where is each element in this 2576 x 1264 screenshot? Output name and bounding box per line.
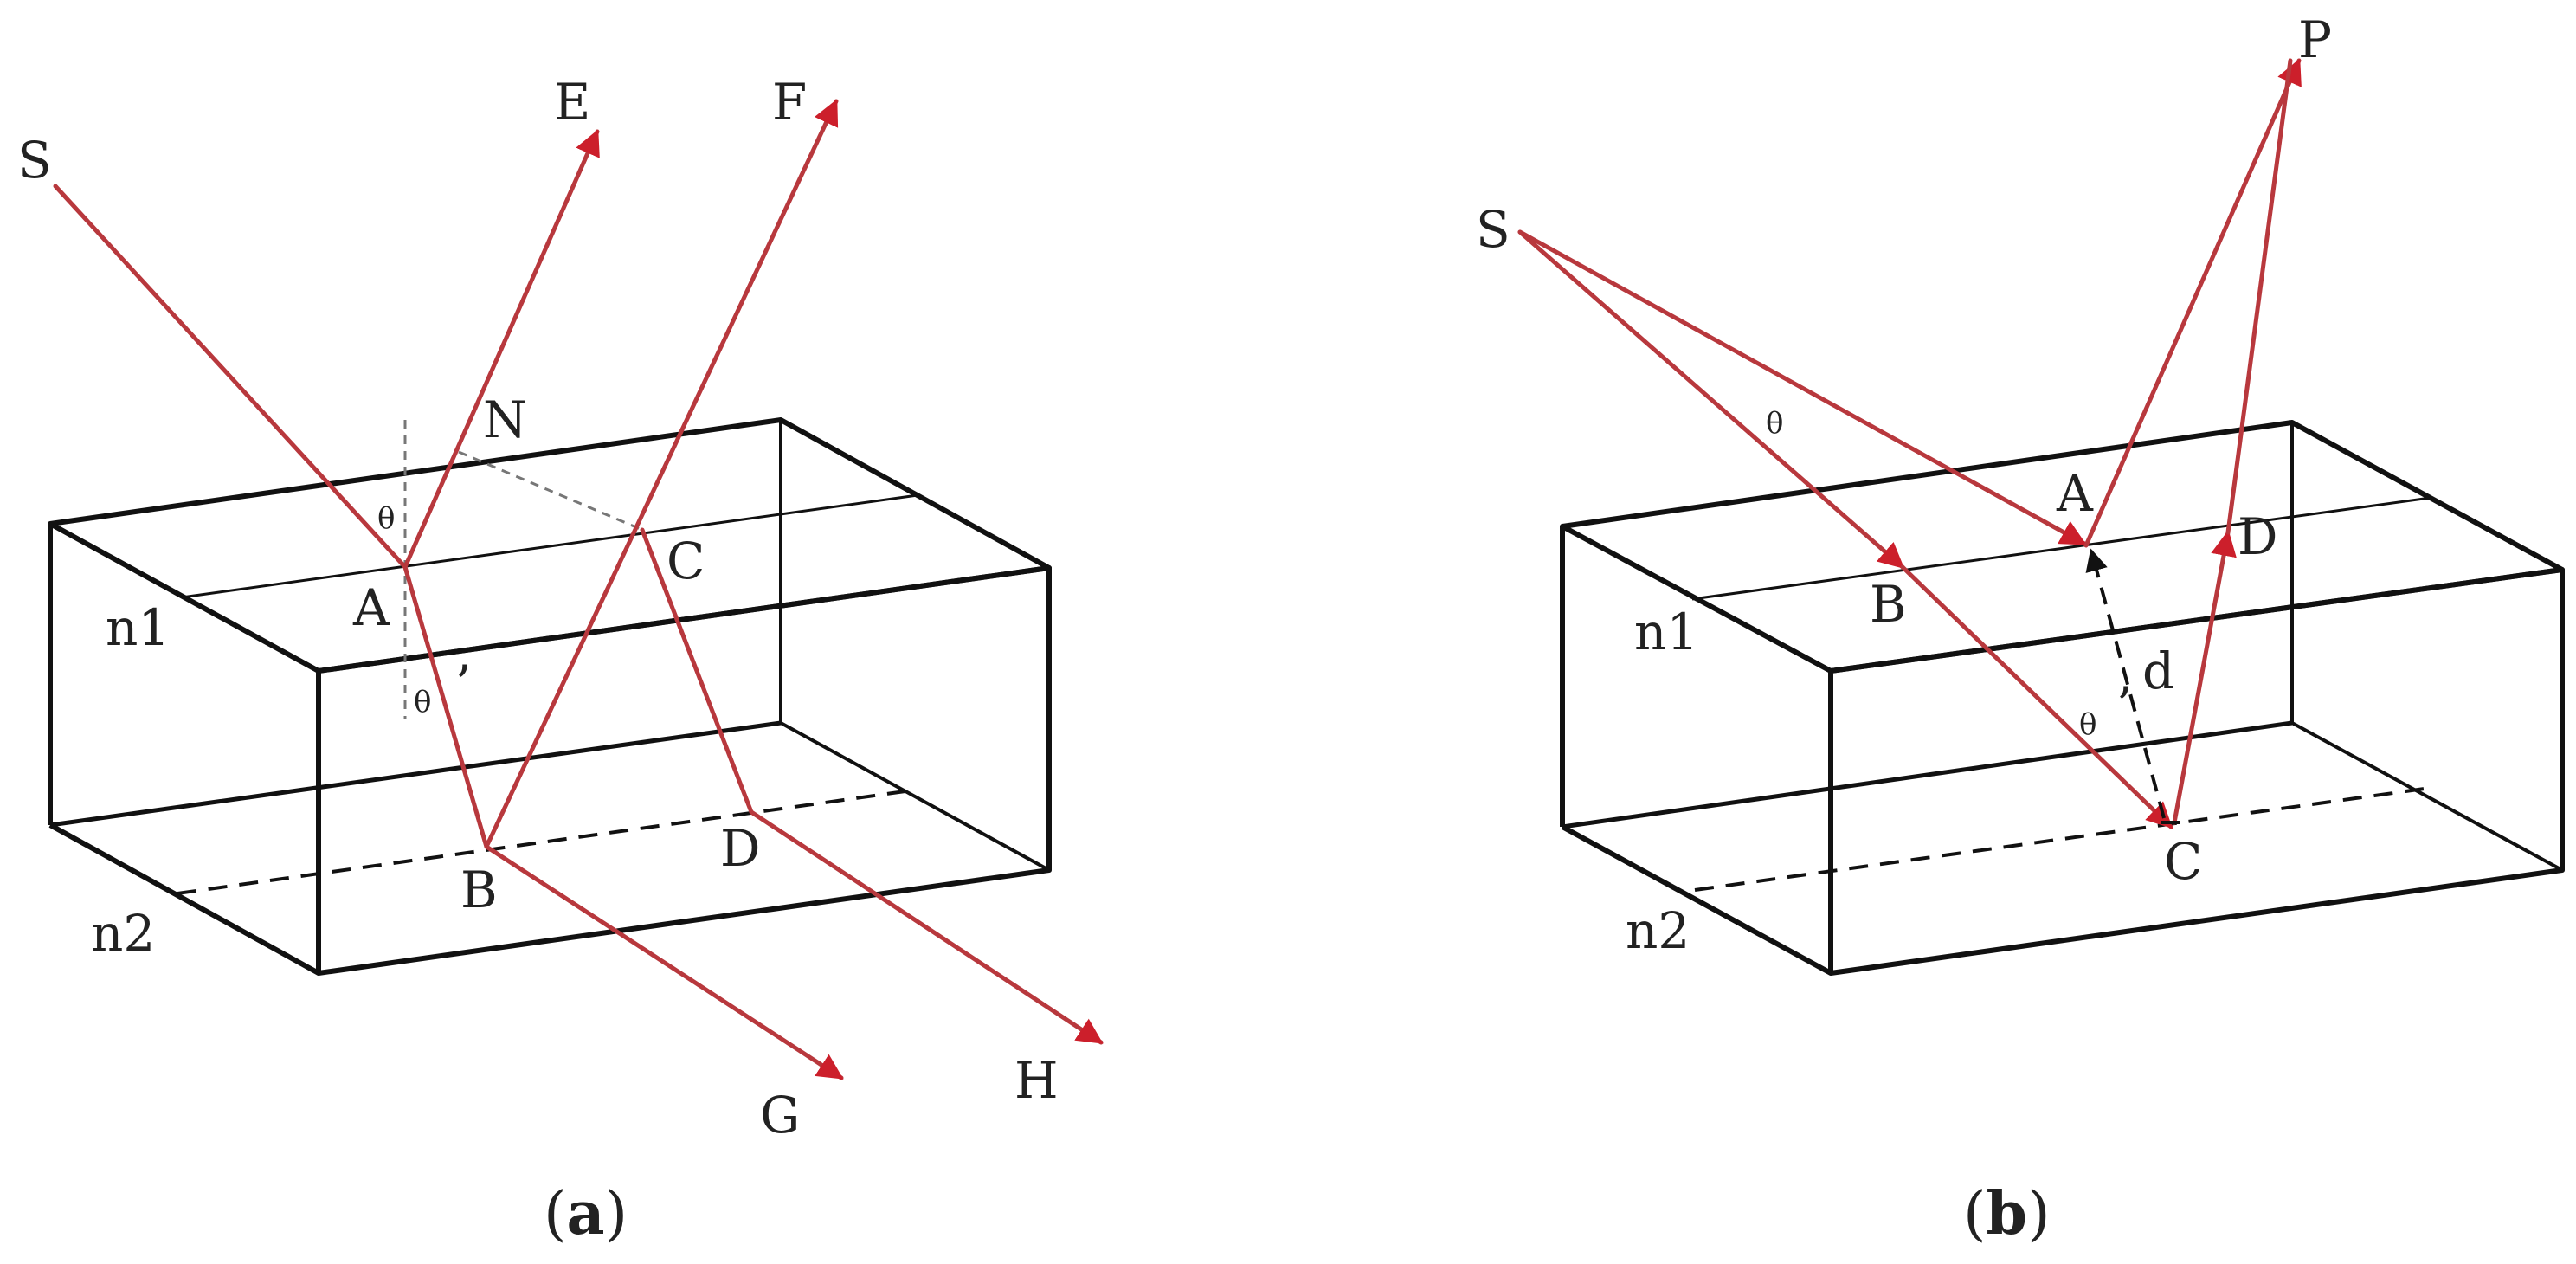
label-b-theta-incident: θ xyxy=(1766,406,1783,441)
label-b-d: D xyxy=(2238,507,2278,566)
box-b-interface-back xyxy=(2291,721,2563,872)
labels-b: S P A B C D d n1 n2 θ θ ’ xyxy=(1476,10,2332,960)
label-a-h: H xyxy=(1014,1051,1059,1110)
box-b-top-face xyxy=(1560,420,2565,674)
ray-s-b-b xyxy=(1517,229,1905,570)
label-a-s: S xyxy=(17,131,52,190)
box-b-left-bottom-edge xyxy=(1561,824,1832,976)
label-b-n1: n1 xyxy=(1634,603,1698,661)
box-a-hidden-bottom xyxy=(177,788,918,895)
box-b-interface-top xyxy=(1691,496,2431,601)
caption-b-letter: b xyxy=(1987,1179,2028,1248)
label-a-a: A xyxy=(352,578,390,637)
box-b-interface-left xyxy=(1562,720,2293,829)
label-b-b: B xyxy=(1870,575,1907,634)
labels-a: S E F N A C B D G H n1 n2 θ θ ’ xyxy=(17,73,1059,1145)
ray-a-p-b xyxy=(2083,58,2302,548)
ray-s-a xyxy=(53,184,408,570)
label-a-theta-refracted: θ xyxy=(414,685,431,719)
caption-b-open: ( xyxy=(1963,1180,1987,1248)
label-b-p: P xyxy=(2298,10,2332,69)
ray-s-a-b xyxy=(1517,229,2087,546)
label-b-c: C xyxy=(2164,832,2202,891)
rays-b xyxy=(1517,58,2302,829)
ray-b-c-b xyxy=(1900,564,2174,829)
label-a-d: D xyxy=(720,819,761,878)
wavefront-line-n-c xyxy=(458,450,643,532)
box-a-interface-back xyxy=(780,721,1050,872)
box-a-left-bottom-edge xyxy=(48,822,320,976)
label-b-d-depth: d xyxy=(2142,642,2174,700)
label-a-f: F xyxy=(772,73,807,132)
label-a-e: E xyxy=(554,73,590,132)
box-b xyxy=(1560,420,2565,976)
label-a-g: G xyxy=(760,1086,800,1145)
guides-a xyxy=(403,420,643,719)
caption-a-open: ( xyxy=(544,1180,567,1248)
caption-a: (a) xyxy=(544,1179,628,1248)
ray-a-e xyxy=(402,129,600,570)
ray-a-b xyxy=(402,564,489,849)
box-a xyxy=(48,417,1052,976)
ray-c-d xyxy=(640,527,754,815)
label-a-n: N xyxy=(483,390,527,449)
caption-b: (b) xyxy=(1963,1179,2051,1248)
panel-a: S E F N A C B D G H n1 n2 θ θ ’ (a) xyxy=(17,73,1104,1248)
box-a-interface-left xyxy=(49,720,782,828)
label-b-theta-refracted: θ xyxy=(2079,707,2096,742)
label-b-prime: ’ xyxy=(2116,676,2132,735)
ray-d-p-b xyxy=(2225,58,2293,535)
ray-b-g xyxy=(484,844,844,1080)
depth-path-a-c xyxy=(2085,548,2166,819)
caption-a-close: ) xyxy=(605,1180,628,1248)
label-a-n2: n2 xyxy=(91,904,155,963)
ray-b-f xyxy=(484,99,839,849)
label-a-c: C xyxy=(667,532,705,590)
label-b-a: A xyxy=(2056,464,2094,523)
label-a-n1: n1 xyxy=(106,598,170,657)
ray-d-h xyxy=(749,809,1104,1045)
caption-b-close: ) xyxy=(2027,1180,2051,1248)
caption-a-letter: a xyxy=(567,1179,605,1248)
label-a-b: B xyxy=(460,861,498,919)
label-a-prime: ’ xyxy=(455,655,471,713)
box-a-interface-top xyxy=(181,493,918,599)
panel-b: S P A B C D d n1 n2 θ θ ’ (b) xyxy=(1476,10,2565,1248)
rays-a xyxy=(53,99,1104,1080)
box-b-hidden-bottom xyxy=(1694,786,2431,892)
label-b-s: S xyxy=(1476,200,1510,259)
label-a-theta-incident: θ xyxy=(377,501,395,536)
ray-c-d-b xyxy=(2172,530,2237,825)
label-b-n2: n2 xyxy=(1626,901,1690,960)
